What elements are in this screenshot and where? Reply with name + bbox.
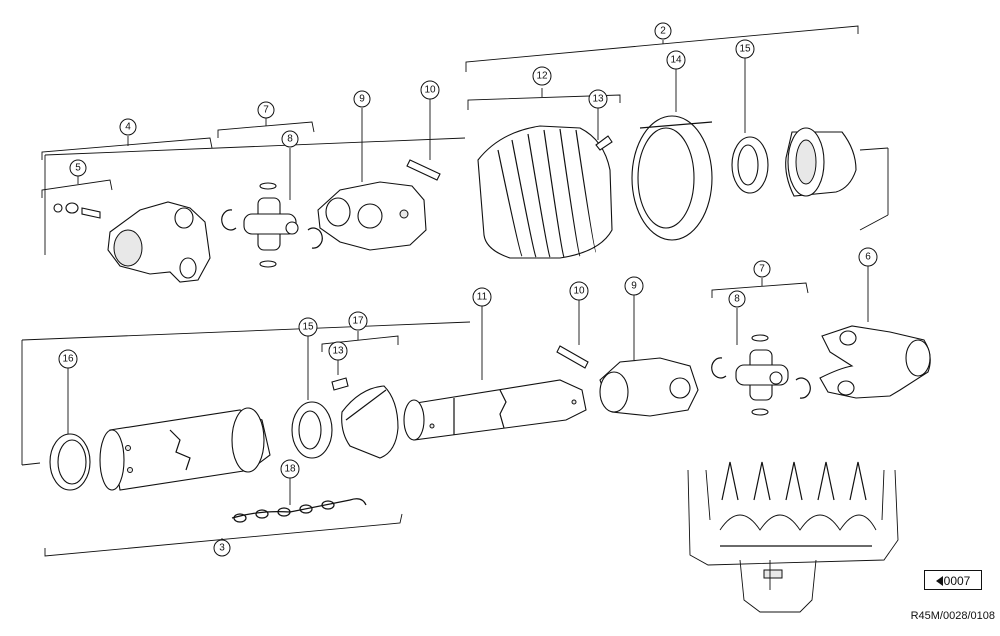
leader-lines <box>67 58 869 505</box>
callout-4: 4 <box>119 118 137 136</box>
svg-text:14: 14 <box>670 55 682 66</box>
callout-8-upper: 8 <box>281 130 299 148</box>
svg-text:9: 9 <box>359 94 365 105</box>
svg-text:10: 10 <box>573 286 585 297</box>
guard-cone-lower-part <box>341 385 399 459</box>
svg-text:5: 5 <box>75 163 81 174</box>
svg-text:12: 12 <box>536 71 548 82</box>
callout-13-lower: 13 <box>328 341 348 361</box>
guard-end-tube-part <box>785 127 857 197</box>
cross-journal-lower-part <box>735 334 789 416</box>
svg-text:17: 17 <box>352 316 364 327</box>
callout-10-lower: 10 <box>569 281 589 301</box>
lower-assembly-frame <box>21 321 471 466</box>
svg-text:7: 7 <box>263 105 269 116</box>
svg-text:3: 3 <box>219 543 225 554</box>
svg-text:15: 15 <box>739 44 751 55</box>
drawing-code-label: R45M/0028/0108 <box>910 610 995 622</box>
svg-text:11: 11 <box>477 292 488 303</box>
svg-text:2: 2 <box>660 26 666 37</box>
svg-text:9: 9 <box>631 281 637 292</box>
page-reference-badge: 0007 <box>924 570 982 590</box>
end-cap-part <box>49 433 91 491</box>
callout-15-upper: 15 <box>735 39 755 59</box>
callout-11: 11 <box>472 287 492 307</box>
outer-yoke-tube-part <box>819 325 931 399</box>
outer-yoke-lower-part <box>599 357 699 417</box>
svg-text:13: 13 <box>332 346 344 357</box>
svg-text:10: 10 <box>424 85 436 96</box>
outer-yoke-part <box>317 181 427 251</box>
callout-12: 12 <box>532 66 552 86</box>
callout-17: 17 <box>348 311 368 331</box>
svg-text:7: 7 <box>759 264 765 275</box>
roll-pin-part <box>406 159 441 181</box>
safety-chain-part <box>231 498 367 523</box>
callout-9-lower: 9 <box>624 276 644 296</box>
machine-location-inset <box>687 461 899 613</box>
upper-assembly-frame <box>44 137 889 255</box>
svg-text:18: 18 <box>284 464 296 475</box>
guard-bellows-part <box>477 125 613 259</box>
callout-9-upper: 9 <box>353 90 371 108</box>
callout-6: 6 <box>858 247 878 267</box>
page-reference-number: 0007 <box>943 574 971 588</box>
detent-pin-part <box>53 202 101 219</box>
group-brackets <box>41 25 859 557</box>
cross-journal-part <box>243 182 299 268</box>
svg-text:4: 4 <box>125 122 131 133</box>
callout-7-lower: 7 <box>753 260 771 278</box>
snap-ring-part <box>221 209 323 249</box>
roll-pin-lower-part <box>556 345 589 369</box>
outer-guard-tube-part <box>99 407 271 491</box>
guard-cone-part <box>631 115 713 241</box>
screw-lower-part <box>331 377 349 391</box>
svg-text:16: 16 <box>62 354 74 365</box>
bearing-ring-part <box>731 136 769 194</box>
callout-13-upper: 13 <box>588 89 608 109</box>
svg-text:15: 15 <box>302 322 314 333</box>
callout-2: 2 <box>654 22 672 40</box>
callout-18: 18 <box>280 459 300 479</box>
callout-10-upper: 10 <box>420 80 440 100</box>
inner-yoke-part <box>107 201 211 283</box>
inner-shaft-tube-part <box>403 379 587 441</box>
svg-text:8: 8 <box>734 294 740 305</box>
callout-5: 5 <box>69 159 87 177</box>
callout-15-lower: 15 <box>298 317 318 337</box>
callout-7-upper: 7 <box>257 101 275 119</box>
svg-text:8: 8 <box>287 134 293 145</box>
svg-text:6: 6 <box>865 252 871 263</box>
callout-16: 16 <box>58 349 78 369</box>
snap-ring-lower-part <box>711 357 811 399</box>
callout-14: 14 <box>666 50 686 70</box>
screw-part <box>595 135 613 151</box>
callout-8-lower: 8 <box>728 290 746 308</box>
bearing-ring-lower-part <box>291 401 333 459</box>
callout-3: 3 <box>213 539 231 557</box>
svg-text:13: 13 <box>592 94 604 105</box>
arrow-left-icon <box>935 576 943 586</box>
